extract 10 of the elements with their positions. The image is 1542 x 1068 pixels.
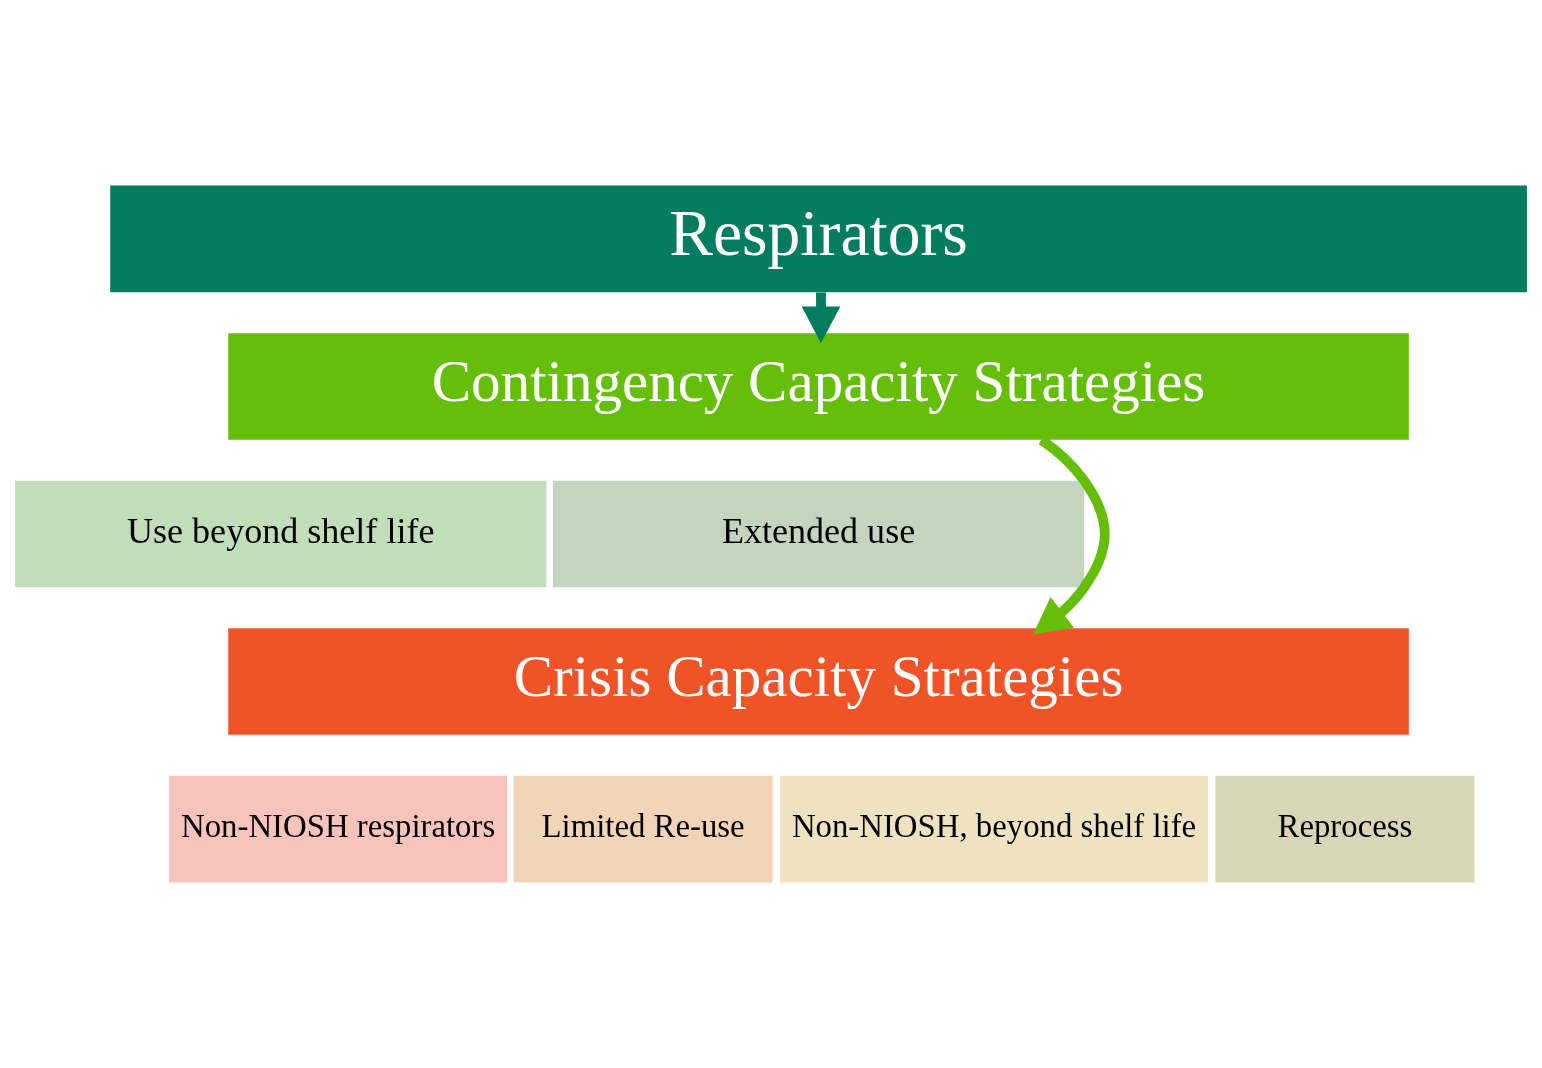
node-box: Non-NIOSH, beyond shelf life [780, 775, 1208, 883]
node-box: Non-NIOSH respirators [169, 775, 507, 883]
node-box: Respirators [110, 185, 1527, 293]
node-box: Extended use [552, 480, 1085, 588]
node-box: Crisis Capacity Strategies [228, 628, 1409, 735]
node-box: Limited Re-use [513, 775, 773, 883]
arrow [801, 292, 841, 344]
node-box: Use beyond shelf life [15, 480, 547, 588]
node-box: Contingency Capacity Strategies [228, 333, 1409, 440]
node-box: Reprocess [1215, 775, 1475, 883]
